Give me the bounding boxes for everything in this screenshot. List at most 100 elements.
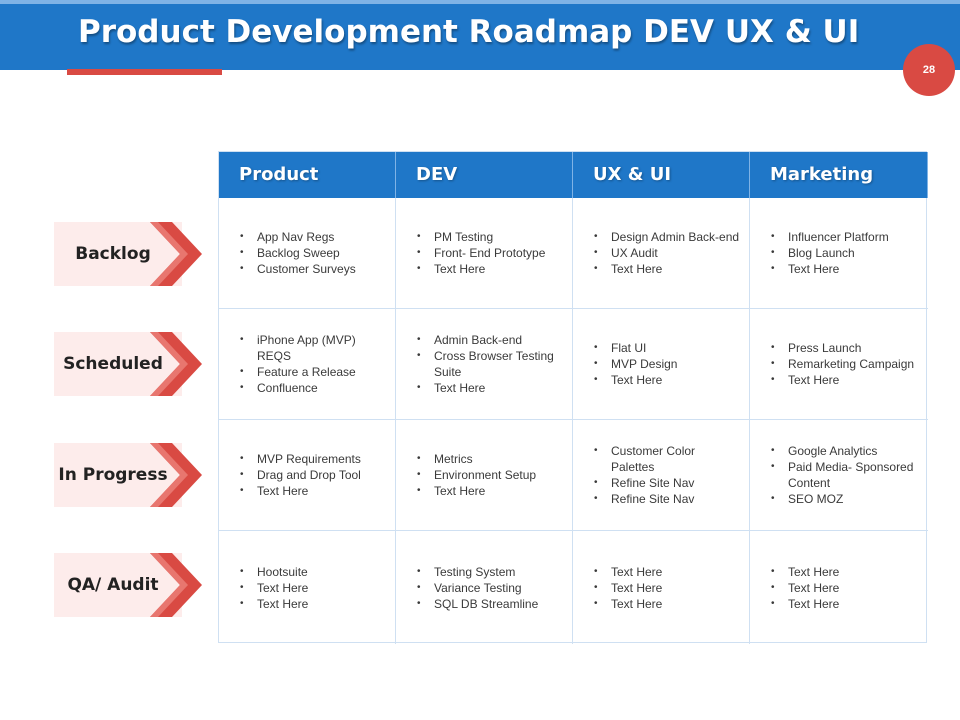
- list-item: Refine Site Nav: [593, 475, 741, 491]
- list-item: Text Here: [593, 596, 741, 612]
- list-item: Refine Site Nav: [593, 491, 741, 507]
- table-cell: iPhone App (MVP) REQSFeature a ReleaseCo…: [219, 309, 396, 420]
- table-cell: Google AnalyticsPaid Media- Sponsored Co…: [750, 420, 928, 531]
- list-item: Paid Media- Sponsored Content: [770, 459, 920, 491]
- list-item: Text Here: [593, 564, 741, 580]
- title-underline: [67, 69, 222, 75]
- column-header: Product: [219, 152, 396, 198]
- stage-label-2: In Progress: [54, 443, 204, 507]
- stage-label-0: Backlog: [54, 222, 204, 286]
- bullet-list: MetricsEnvironment SetupText Here: [416, 451, 564, 499]
- list-item: Variance Testing: [416, 580, 564, 596]
- stage-name: In Progress: [58, 465, 168, 485]
- list-item: Text Here: [239, 580, 387, 596]
- table-cell: PM TestingFront- End PrototypeText Here: [396, 198, 573, 309]
- table-cell: Text HereText HereText Here: [750, 531, 928, 644]
- table-cell: MVP RequirementsDrag and Drop ToolText H…: [219, 420, 396, 531]
- bullet-list: PM TestingFront- End PrototypeText Here: [416, 229, 564, 277]
- list-item: Customer Color Palettes: [593, 443, 741, 475]
- table-cell: MetricsEnvironment SetupText Here: [396, 420, 573, 531]
- bullet-list: Design Admin Back-endUX AuditText Here: [593, 229, 741, 277]
- list-item: Text Here: [770, 580, 920, 596]
- list-item: MVP Requirements: [239, 451, 387, 467]
- table-cell: Admin Back-endCross Browser Testing Suit…: [396, 309, 573, 420]
- list-item: Blog Launch: [770, 245, 920, 261]
- list-item: SQL DB Streamline: [416, 596, 564, 612]
- bullet-list: Text HereText HereText Here: [770, 564, 920, 612]
- column-header: UX & UI: [573, 152, 750, 198]
- list-item: iPhone App (MVP) REQS: [239, 332, 387, 364]
- list-item: Text Here: [593, 372, 741, 388]
- list-item: Text Here: [770, 596, 920, 612]
- column-header: DEV: [396, 152, 573, 198]
- list-item: Cross Browser Testing Suite: [416, 348, 564, 380]
- table-cell: Flat UIMVP DesignText Here: [573, 309, 750, 420]
- list-item: Remarketing Campaign: [770, 356, 920, 372]
- table-cell: Design Admin Back-endUX AuditText Here: [573, 198, 750, 309]
- chevron-arrow-icon: [150, 332, 202, 396]
- bullet-list: Admin Back-endCross Browser Testing Suit…: [416, 332, 564, 396]
- list-item: Environment Setup: [416, 467, 564, 483]
- list-item: Influencer Platform: [770, 229, 920, 245]
- list-item: Drag and Drop Tool: [239, 467, 387, 483]
- list-item: Press Launch: [770, 340, 920, 356]
- chevron-arrow-icon: [150, 553, 202, 617]
- bullet-list: App Nav RegsBacklog SweepCustomer Survey…: [239, 229, 387, 277]
- list-item: Admin Back-end: [416, 332, 564, 348]
- table-cell: Influencer PlatformBlog LaunchText Here: [750, 198, 928, 309]
- bullet-list: Text HereText HereText Here: [593, 564, 741, 612]
- list-item: Text Here: [416, 483, 564, 499]
- list-item: App Nav Regs: [239, 229, 387, 245]
- stage-name: Backlog: [75, 244, 151, 264]
- bullet-list: MVP RequirementsDrag and Drop ToolText H…: [239, 451, 387, 499]
- bullet-list: Customer Color PalettesRefine Site NavRe…: [593, 443, 741, 507]
- list-item: Google Analytics: [770, 443, 920, 459]
- stage-label-1: Scheduled: [54, 332, 204, 396]
- list-item: Text Here: [416, 261, 564, 277]
- table-cell: Text HereText HereText Here: [573, 531, 750, 644]
- list-item: Text Here: [593, 261, 741, 277]
- list-item: Front- End Prototype: [416, 245, 564, 261]
- list-item: Feature a Release: [239, 364, 387, 380]
- list-item: Text Here: [770, 564, 920, 580]
- table-cell: Testing SystemVariance TestingSQL DB Str…: [396, 531, 573, 644]
- bullet-list: Google AnalyticsPaid Media- Sponsored Co…: [770, 443, 920, 507]
- bullet-list: Testing SystemVariance TestingSQL DB Str…: [416, 564, 564, 612]
- page-title: Product Development Roadmap DEV UX & UI: [78, 14, 860, 50]
- bullet-list: Flat UIMVP DesignText Here: [593, 340, 741, 388]
- stage-name: QA/ Audit: [67, 575, 159, 595]
- list-item: Confluence: [239, 380, 387, 396]
- table-cell: Press LaunchRemarketing CampaignText Her…: [750, 309, 928, 420]
- chevron-arrow-icon: [150, 443, 202, 507]
- table-cell: App Nav RegsBacklog SweepCustomer Survey…: [219, 198, 396, 309]
- list-item: Testing System: [416, 564, 564, 580]
- stage-name: Scheduled: [63, 354, 163, 374]
- list-item: Text Here: [770, 372, 920, 388]
- page-number-badge: 28: [903, 44, 955, 96]
- list-item: Text Here: [239, 596, 387, 612]
- bullet-list: Influencer PlatformBlog LaunchText Here: [770, 229, 920, 277]
- list-item: Text Here: [770, 261, 920, 277]
- list-item: Metrics: [416, 451, 564, 467]
- bullet-list: HootsuiteText HereText Here: [239, 564, 387, 612]
- chevron-arrow-icon: [150, 222, 202, 286]
- table-cell: HootsuiteText HereText Here: [219, 531, 396, 644]
- list-item: Backlog Sweep: [239, 245, 387, 261]
- list-item: Design Admin Back-end: [593, 229, 741, 245]
- list-item: MVP Design: [593, 356, 741, 372]
- list-item: Customer Surveys: [239, 261, 387, 277]
- list-item: Hootsuite: [239, 564, 387, 580]
- table-cell: Customer Color PalettesRefine Site NavRe…: [573, 420, 750, 531]
- bullet-list: iPhone App (MVP) REQSFeature a ReleaseCo…: [239, 332, 387, 396]
- stage-label-3: QA/ Audit: [54, 553, 204, 617]
- header-bar: [0, 0, 960, 70]
- column-header: Marketing: [750, 152, 928, 198]
- list-item: Flat UI: [593, 340, 741, 356]
- list-item: Text Here: [593, 580, 741, 596]
- list-item: Text Here: [239, 483, 387, 499]
- list-item: SEO MOZ: [770, 491, 920, 507]
- bullet-list: Press LaunchRemarketing CampaignText Her…: [770, 340, 920, 388]
- list-item: PM Testing: [416, 229, 564, 245]
- list-item: Text Here: [416, 380, 564, 396]
